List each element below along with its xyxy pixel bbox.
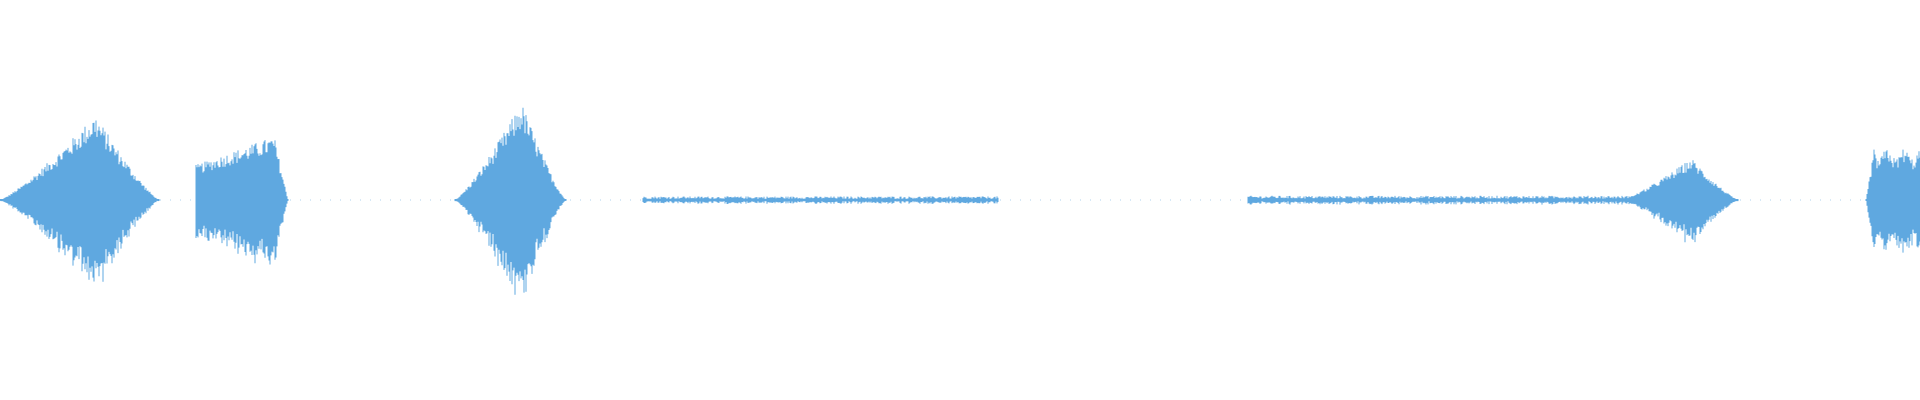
waveform-segment-burst-5 — [1865, 149, 1920, 253]
waveform-peaks — [0, 107, 1920, 295]
waveform-segment-hum-2 — [1247, 195, 1633, 205]
waveform-segment-burst-3 — [454, 107, 567, 295]
waveform-segment-hum-1 — [642, 196, 999, 204]
waveform-segment-burst-4 — [1621, 160, 1739, 243]
waveform-segment-burst-1 — [0, 120, 160, 282]
waveform-segment-burst-2 — [195, 140, 289, 265]
